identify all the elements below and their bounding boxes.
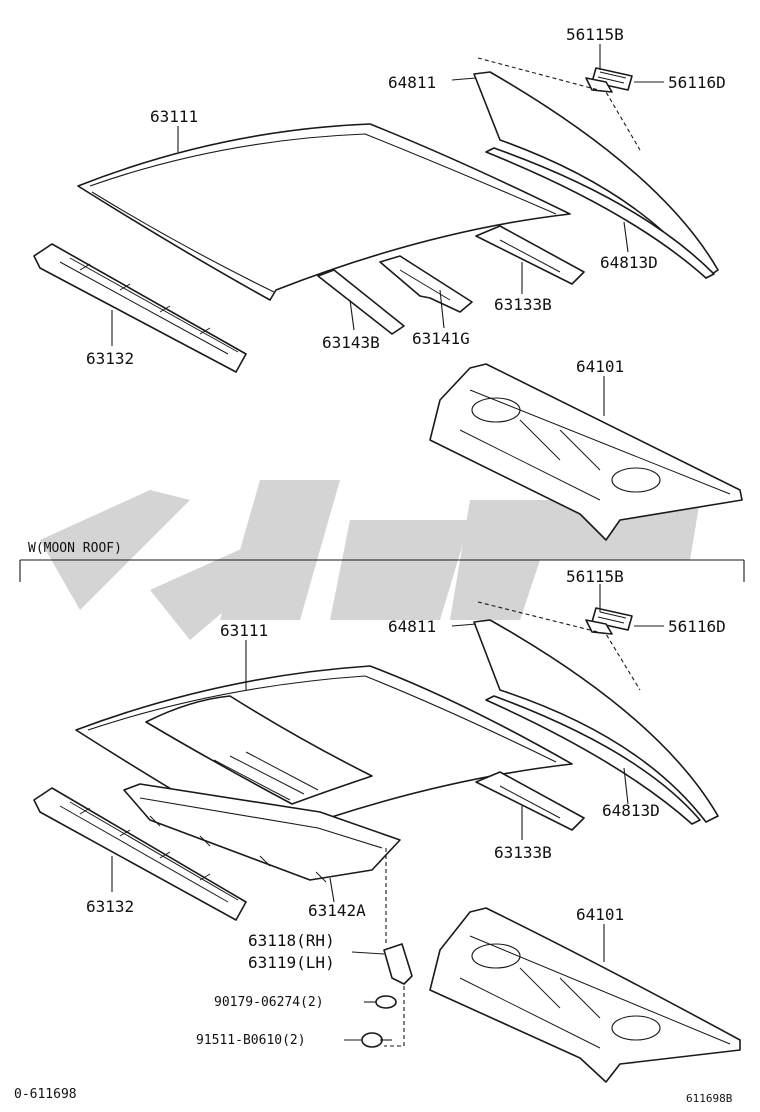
- label-56116D-bottom: 56116D: [668, 617, 726, 636]
- label-90179: 90179-06274(2): [214, 995, 324, 1010]
- label-91511: 91511-B0610(2): [196, 1033, 306, 1048]
- label-63133B-top: 63133B: [494, 295, 552, 314]
- footer-right-code: 611698B: [686, 1092, 733, 1105]
- part-64813D-top: [485, 147, 715, 279]
- part-63111-top: [77, 123, 571, 301]
- part-63132-bottom: [33, 787, 247, 921]
- part-64811-top: [473, 57, 719, 279]
- bottom-assembly: 56115B 64811 56116D 63111 64813D 63133B …: [33, 567, 741, 1083]
- part-63141G-top: [379, 255, 473, 313]
- part-63133B-top: [475, 225, 585, 285]
- part-63118-bracket: [383, 943, 413, 985]
- label-64813D-top: 64813D: [600, 253, 658, 272]
- footer-left-code: 0-611698: [14, 1087, 77, 1102]
- part-56116D-top: [591, 67, 633, 91]
- label-63143B-top: 63143B: [322, 333, 380, 352]
- part-63133B-bottom: [475, 771, 585, 831]
- label-64811-bottom: 64811: [388, 617, 436, 636]
- label-63132-bottom: 63132: [86, 897, 134, 916]
- part-63132-top: [33, 243, 247, 373]
- section-label-moon-roof: W(MOON ROOF): [28, 541, 122, 556]
- part-56115B-top: [585, 77, 613, 93]
- part-64101-bottom: [429, 907, 741, 1083]
- label-63111-top: 63111: [150, 107, 198, 126]
- label-56116D-top: 56116D: [668, 73, 726, 92]
- part-64813D-bottom: [485, 695, 701, 825]
- label-64813D-bottom: 64813D: [602, 801, 660, 820]
- label-64101-top: 64101: [576, 357, 624, 376]
- part-63143B-top: [317, 269, 405, 335]
- part-90179-nut: [375, 995, 397, 1009]
- part-64811-bottom: [473, 601, 719, 823]
- label-63118-rh: 63118(RH): [248, 931, 335, 950]
- label-63142A-bottom: 63142A: [308, 901, 366, 920]
- top-assembly: 56115B 64811 56116D 63111 64813D 63133B …: [33, 25, 743, 541]
- label-63132-top: 63132: [86, 349, 134, 368]
- part-91511-bolt: [361, 1032, 392, 1048]
- part-64101-top: [429, 363, 743, 541]
- label-63111-bottom: 63111: [220, 621, 268, 640]
- label-63141G-top: 63141G: [412, 329, 470, 348]
- part-56115B-bottom: [585, 619, 613, 635]
- label-64811-top: 64811: [388, 73, 436, 92]
- part-56116D-bottom: [591, 607, 633, 631]
- label-56115B-bottom: 56115B: [566, 567, 624, 586]
- label-64101-bottom: 64101: [576, 905, 624, 924]
- label-63119-lh: 63119(LH): [248, 953, 335, 972]
- label-63133B-bottom: 63133B: [494, 843, 552, 862]
- label-56115B-top: 56115B: [566, 25, 624, 44]
